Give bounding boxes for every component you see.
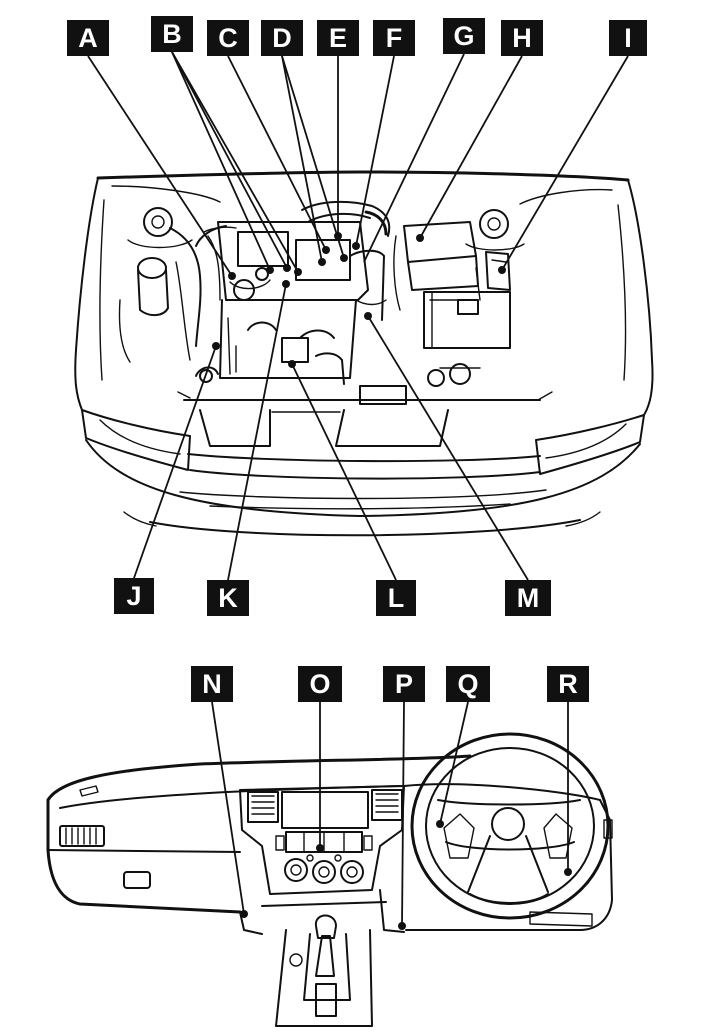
label-B-text: B <box>162 19 182 49</box>
label-J-text: J <box>126 581 141 611</box>
label-G-text: G <box>453 21 474 51</box>
label-F-text: F <box>386 23 403 53</box>
dashboard-drawing <box>46 732 613 1027</box>
label-D: D <box>261 20 303 56</box>
label-M-text: M <box>517 583 540 613</box>
label-O-text: O <box>309 669 330 699</box>
label-O: O <box>298 666 342 702</box>
label-B: B <box>151 16 193 52</box>
label-P: P <box>383 666 425 702</box>
label-E: E <box>317 20 359 56</box>
label-L-text: L <box>388 583 405 613</box>
label-F: F <box>373 20 415 56</box>
label-C: C <box>207 20 249 56</box>
label-E-text: E <box>329 23 347 53</box>
label-P-text: P <box>395 669 413 699</box>
label-J: J <box>114 578 154 614</box>
label-C-text: C <box>218 23 238 53</box>
label-K-text: K <box>218 583 238 613</box>
label-A: A <box>67 20 109 56</box>
label-R-text: R <box>558 669 578 699</box>
engine-leader-lines <box>87 51 629 581</box>
label-Q-text: Q <box>457 669 478 699</box>
label-D-text: D <box>272 23 292 53</box>
label-L: L <box>376 580 416 616</box>
label-G: G <box>443 18 485 54</box>
label-I: I <box>609 20 647 56</box>
dash-leader-lines <box>211 701 569 927</box>
label-K: K <box>207 580 249 616</box>
label-N: N <box>191 666 233 702</box>
label-H: H <box>501 20 543 56</box>
label-Q: Q <box>446 666 490 702</box>
label-I-text: I <box>624 23 632 53</box>
label-H-text: H <box>512 23 532 53</box>
label-N-text: N <box>202 669 222 699</box>
label-M: M <box>505 580 551 616</box>
label-R: R <box>547 666 589 702</box>
label-A-text: A <box>78 23 98 53</box>
engine-bay-drawing <box>74 170 654 537</box>
